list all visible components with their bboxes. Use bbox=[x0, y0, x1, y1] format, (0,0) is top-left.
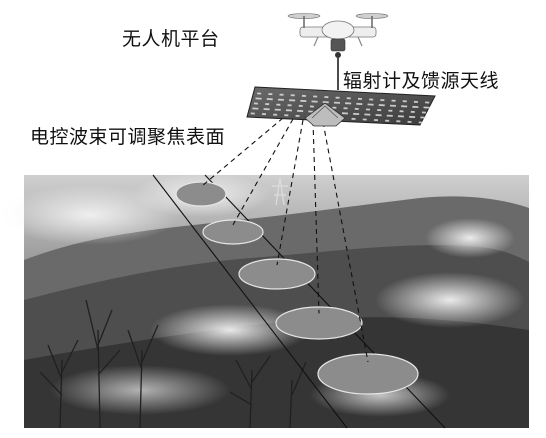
surface-cell bbox=[295, 114, 300, 117]
surface-cell bbox=[421, 111, 426, 114]
beam-spot-5 bbox=[317, 353, 419, 395]
surface-cell bbox=[420, 116, 427, 119]
beam-line-3 bbox=[276, 119, 304, 266]
surface-cell bbox=[356, 102, 363, 106]
surface-cell bbox=[301, 94, 306, 97]
surface-cell bbox=[362, 118, 367, 121]
surface-cell bbox=[252, 107, 259, 110]
surface-cell bbox=[389, 104, 396, 107]
surface-cell bbox=[364, 113, 371, 116]
surface-cell bbox=[250, 112, 255, 115]
surface-cell bbox=[279, 93, 284, 96]
antenna-label: 辐射计及馈源天线 bbox=[343, 70, 500, 92]
shrubs bbox=[39, 299, 307, 429]
surface-cell bbox=[388, 109, 393, 112]
beam-spot-4 bbox=[275, 306, 363, 340]
beam-spot-2 bbox=[202, 219, 264, 245]
surface-cell bbox=[277, 98, 284, 101]
tower-icon bbox=[272, 177, 288, 206]
surface-cell bbox=[322, 101, 329, 104]
surface-cell bbox=[257, 92, 262, 95]
surface-cell bbox=[276, 103, 281, 106]
surface-cell bbox=[324, 96, 329, 99]
surface-cell bbox=[373, 119, 378, 122]
smoke-plume bbox=[425, 218, 515, 258]
surface-cell bbox=[309, 105, 314, 108]
beam-spot-3 bbox=[238, 258, 316, 290]
surface-cell bbox=[377, 109, 382, 112]
boundary-line-left bbox=[152, 174, 348, 429]
surface-cell bbox=[412, 105, 419, 109]
surface-cell bbox=[298, 104, 303, 107]
surface-cell bbox=[335, 96, 340, 99]
surface-cell bbox=[396, 120, 401, 123]
surface-cell bbox=[287, 104, 292, 107]
surface-cell bbox=[333, 101, 340, 104]
surface-cell bbox=[343, 107, 348, 110]
surface-cell bbox=[351, 117, 356, 120]
surface-cell bbox=[341, 112, 348, 115]
surface-cell bbox=[402, 100, 407, 103]
surface-cell bbox=[423, 106, 430, 109]
surface-cell bbox=[369, 98, 374, 101]
surface-cell bbox=[410, 110, 415, 113]
surface-cell bbox=[386, 114, 393, 117]
drone-icon bbox=[287, 13, 389, 58]
surface-cell bbox=[268, 93, 273, 96]
beam-lines bbox=[200, 117, 369, 363]
surface-cell bbox=[401, 105, 408, 108]
surface-cell bbox=[367, 103, 374, 106]
scene-photo bbox=[0, 173, 529, 429]
surface-cell bbox=[300, 99, 307, 103]
surface-cell bbox=[418, 121, 423, 124]
surface-cell bbox=[409, 115, 416, 119]
surface-cell bbox=[413, 100, 418, 103]
surface-cell bbox=[253, 102, 258, 105]
smoke-plume bbox=[50, 365, 230, 415]
surface-label: 电控波束可调聚焦表面 bbox=[30, 126, 226, 148]
surface-cell bbox=[345, 102, 352, 105]
surface-cell bbox=[273, 113, 278, 116]
surface-cell bbox=[285, 109, 292, 112]
focusing-surface bbox=[246, 86, 436, 127]
beam-line-5 bbox=[322, 121, 369, 363]
beam-spot-1 bbox=[175, 181, 227, 207]
surface-cell bbox=[284, 114, 289, 117]
smoke-plume bbox=[150, 304, 310, 356]
smoke-plume bbox=[375, 272, 525, 328]
surface-cell bbox=[266, 98, 273, 101]
surface-cell bbox=[391, 99, 396, 102]
surface-cell bbox=[397, 115, 404, 118]
surface-cell bbox=[357, 97, 362, 100]
surface-cell bbox=[365, 108, 370, 111]
surface-cell bbox=[425, 101, 430, 104]
surface-cell bbox=[385, 119, 390, 122]
surface-cell bbox=[261, 113, 266, 116]
beam-line-2 bbox=[232, 118, 294, 226]
surface-cell bbox=[265, 103, 270, 106]
surface-cell bbox=[380, 99, 385, 102]
feed-horn-icon bbox=[304, 102, 346, 127]
surface-cell bbox=[399, 110, 404, 113]
surface-cell bbox=[297, 109, 304, 113]
surface-cell bbox=[378, 104, 385, 107]
surface-cell bbox=[255, 97, 262, 100]
surface-cell bbox=[313, 95, 318, 98]
surface-cell bbox=[289, 99, 296, 102]
surface-cell bbox=[407, 120, 412, 123]
surface-cell bbox=[353, 112, 360, 116]
surface-cell bbox=[354, 107, 359, 110]
surface-cell bbox=[375, 114, 382, 117]
beam-spots bbox=[175, 181, 419, 395]
surface-cell bbox=[346, 97, 351, 100]
surface-cell bbox=[311, 100, 318, 103]
surface-cell bbox=[274, 108, 281, 111]
surface-cell bbox=[332, 106, 337, 109]
surface-cell bbox=[290, 94, 295, 97]
surface-cell bbox=[263, 108, 270, 111]
platform-label: 无人机平台 bbox=[122, 28, 220, 50]
